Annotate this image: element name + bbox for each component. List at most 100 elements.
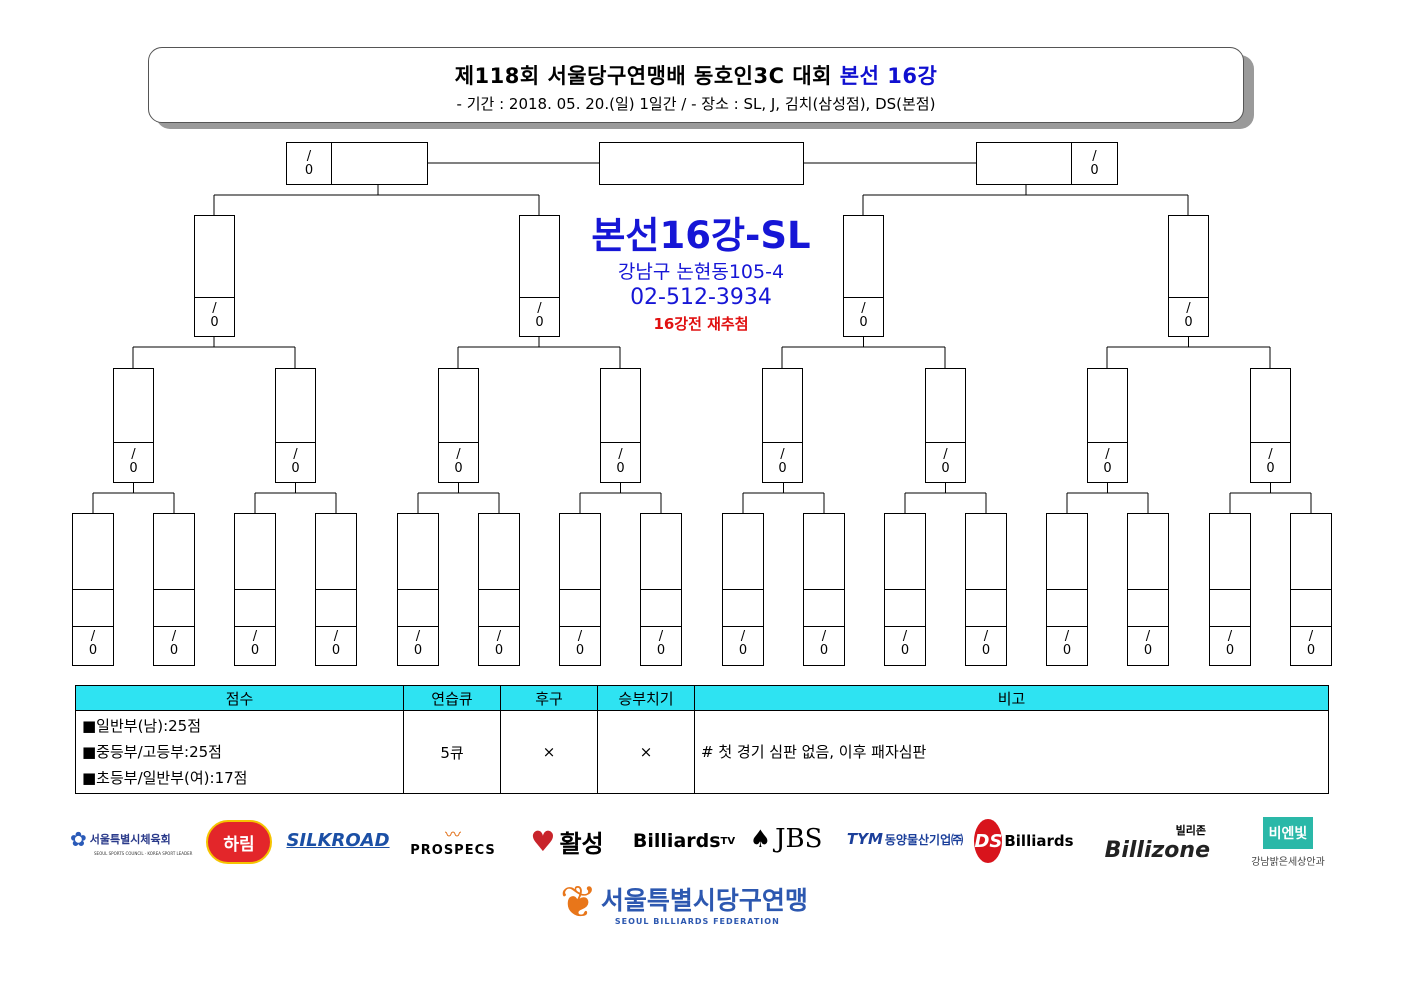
- tiebreak-value: ×: [597, 710, 695, 794]
- bracket-cell-divider: [316, 589, 356, 590]
- bracket-cell-divider: [1210, 626, 1250, 627]
- bracket-cell-divider: [114, 442, 153, 443]
- sponsor-label: 비엔빛: [1262, 816, 1314, 849]
- score-mark: /0: [291, 447, 300, 476]
- remark-value: # 첫 경기 심판 없음, 이후 패자심판: [694, 710, 1329, 794]
- score-mark: /0: [1090, 149, 1099, 178]
- bracket-cell-divider: [804, 626, 844, 627]
- venue-note: 16강전 재추첨: [653, 315, 749, 333]
- score-mark: /0: [250, 629, 260, 658]
- header-practice: 연습큐: [403, 685, 501, 711]
- quarter-slot: /0: [113, 368, 154, 483]
- header-score: 점수: [75, 685, 404, 711]
- quarter-slot: /0: [438, 368, 479, 483]
- bracket-cell-divider: [439, 442, 478, 443]
- score-mark: /0: [575, 629, 585, 658]
- round16-slot: /0: [1127, 513, 1169, 666]
- sponsor-hwalsung: ♥ 활성: [517, 822, 617, 860]
- venue-phone: 02-512-3934: [630, 285, 772, 310]
- score-mark: /0: [535, 301, 544, 330]
- bracket-cell-divider: [723, 626, 763, 627]
- score-mark: /0: [454, 447, 463, 476]
- swoosh-icon: 〰: [444, 824, 461, 844]
- sponsor-billiards-tv: Billiards TV: [632, 826, 735, 856]
- bracket-cell-divider: [1088, 442, 1127, 443]
- score-mark: /0: [819, 629, 829, 658]
- score-mark: /0: [1266, 447, 1275, 476]
- bracket-cell-divider: [479, 589, 519, 590]
- venue-address: 강남구 논현동105-4: [617, 261, 785, 283]
- score-mark: /0: [981, 629, 991, 658]
- final-right-score: /0: [1071, 142, 1118, 185]
- score-mark: /0: [129, 447, 138, 476]
- round16-slot: /0: [1209, 513, 1251, 666]
- flower-icon: ✿: [70, 826, 87, 851]
- round16-slot: /0: [234, 513, 276, 666]
- score-mark: /0: [1103, 447, 1112, 476]
- score-mark: /0: [1225, 629, 1235, 658]
- round16-slot: /0: [315, 513, 357, 666]
- bracket-cell-divider: [641, 589, 681, 590]
- sponsor-label: SILKROAD: [286, 829, 390, 851]
- sponsor-logos: ✿ 서울특별시체육회 SEOUL SPORTS COUNCIL · KOREA …: [0, 812, 1403, 882]
- quarter-slot: /0: [925, 368, 966, 483]
- bracket-cell-divider: [1169, 297, 1208, 298]
- round16-slot: /0: [559, 513, 601, 666]
- bracket-cell-divider: [154, 589, 194, 590]
- bracket-cell-divider: [1047, 626, 1087, 627]
- score-mark: /0: [88, 629, 98, 658]
- bracket-cell-divider: [885, 626, 925, 627]
- flame-icon: ❦: [560, 877, 597, 928]
- sponsor-label: 동양물산기업㈜: [884, 832, 964, 847]
- round16-slot: /0: [478, 513, 520, 666]
- venue-info: 본선16강-SL 강남구 논현동105-4 02-512-3934 16강전 재…: [560, 214, 842, 336]
- bracket-cell-divider: [235, 589, 275, 590]
- score-mark: /0: [1306, 629, 1316, 658]
- bracket-cell-divider: [1128, 626, 1168, 627]
- final-left-score: /0: [286, 142, 332, 185]
- bracket-cell-divider: [1251, 442, 1290, 443]
- sponsor-eye-clinic: 비엔빛 강남밝은세상안과: [1238, 812, 1338, 872]
- venue-title: 본선16강-SL: [591, 214, 811, 257]
- score-mark: /0: [656, 629, 666, 658]
- semi-slot: /0: [194, 215, 235, 337]
- score-mark: /0: [331, 629, 341, 658]
- bracket-cell-divider: [1210, 589, 1250, 590]
- federation-sub: SEOUL BILLIARDS FEDERATION: [614, 916, 780, 926]
- spade-icon: ♠: [749, 825, 772, 853]
- bracket-cell-divider: [966, 626, 1006, 627]
- round16-slot: /0: [72, 513, 114, 666]
- semi-slot: /0: [519, 215, 560, 337]
- score-mark: /0: [941, 447, 950, 476]
- practice-value: 5큐: [403, 710, 501, 794]
- sponsor-billizone: 빌리존 Billizone: [1100, 822, 1210, 863]
- rules-header-row: 점수 연습큐 후구 승부치기 비고: [75, 685, 1329, 711]
- score-mark: /0: [1062, 629, 1072, 658]
- sponsor-jbs: ♠ JBS: [743, 822, 829, 856]
- champion-slot: [599, 142, 804, 185]
- sponsor-label: 서울특별시체육회: [89, 832, 171, 846]
- bracket-cell-divider: [398, 626, 438, 627]
- bracket-cell-divider: [73, 589, 113, 590]
- score-line: ■초등부/일반부(여):17점: [82, 769, 248, 787]
- bracket-cell-divider: [601, 442, 640, 443]
- sponsor-label: Billiards: [632, 830, 721, 852]
- bracket-cell-divider: [316, 626, 356, 627]
- title-main: 제118회 서울당구연맹배 동호인3C 대회: [454, 64, 832, 88]
- bracket-cell-divider: [844, 297, 883, 298]
- sponsor-label: 활성: [559, 829, 604, 858]
- bracket-cell-divider: [1291, 589, 1331, 590]
- score-mark: /0: [738, 629, 748, 658]
- semi-slot: /0: [1168, 215, 1209, 337]
- score-mark: /0: [1143, 629, 1153, 658]
- federation-name: 서울특별시당구연맹: [600, 885, 808, 915]
- round16-slot: /0: [722, 513, 764, 666]
- sponsor-label: Billizone: [1104, 837, 1210, 863]
- bracket-cell-divider: [276, 442, 315, 443]
- score-mark: /0: [859, 301, 868, 330]
- bracket-cell-divider: [398, 589, 438, 590]
- bracket-cell-divider: [479, 626, 519, 627]
- quarter-slot: /0: [1087, 368, 1128, 483]
- bracket-cell-divider: [154, 626, 194, 627]
- round16-slot: /0: [884, 513, 926, 666]
